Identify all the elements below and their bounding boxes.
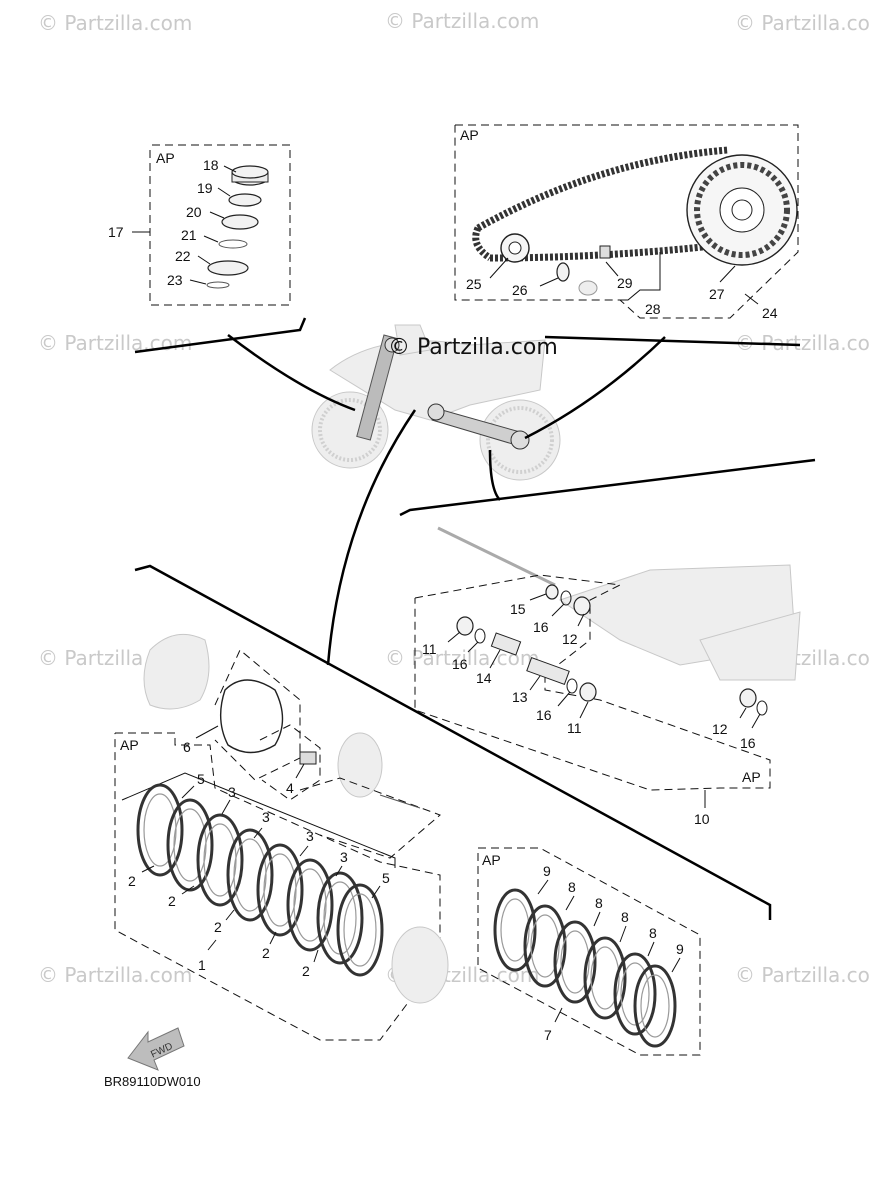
- callout-11a: 11: [422, 641, 437, 657]
- callout-3b: 3: [262, 809, 270, 825]
- callout-9b: 9: [676, 941, 684, 957]
- callout-12a: 12: [562, 631, 578, 647]
- chain-sprocket-group: AP 25 26 27 28 29 24: [454, 124, 799, 321]
- callout-5a: 5: [197, 771, 205, 787]
- steering-bearing-group: AP 18 19 20 21 22 23 17: [108, 144, 291, 306]
- callout-2c: 2: [214, 919, 222, 935]
- callout-4: 4: [286, 780, 294, 796]
- callout-2e: 2: [302, 963, 310, 979]
- callout-10: 10: [694, 811, 710, 827]
- callout-6: 6: [183, 739, 191, 755]
- watermark-bottom-left: © Partzilla.com: [38, 963, 192, 987]
- callout-8c: 8: [621, 909, 629, 925]
- callout-23: 23: [167, 272, 183, 288]
- watermark-top-right: © Partzilla.com: [735, 11, 871, 35]
- callout-2a: 2: [128, 873, 136, 889]
- watermark-bottom-right: © Partzilla.com: [735, 963, 871, 987]
- callout-26: 26: [512, 282, 528, 298]
- callout-9a: 9: [543, 863, 551, 879]
- callout-19: 19: [197, 180, 213, 196]
- callout-14: 14: [476, 670, 492, 686]
- callout-3d: 3: [340, 849, 348, 865]
- callout-16c: 16: [536, 707, 552, 723]
- diagram-code: BR89110DW010: [104, 1074, 201, 1089]
- watermark-center: © Partzilla.com: [388, 335, 558, 360]
- swingarm-group: AP 15 16 12 11 16 14 13 16 11 12 16 1: [414, 526, 801, 827]
- callout-11b: 11: [567, 720, 582, 736]
- callout-16b: 16: [452, 656, 468, 672]
- callout-28: 28: [645, 301, 661, 317]
- callout-2b: 2: [168, 893, 176, 909]
- watermark-mid-left: © Partzilla.com: [38, 331, 192, 355]
- callout-5b: 5: [382, 870, 390, 886]
- callout-8d: 8: [649, 925, 657, 941]
- callout-17: 17: [108, 224, 124, 240]
- callout-22: 22: [175, 248, 191, 264]
- ap-label-steering: AP: [156, 150, 175, 166]
- callout-20: 20: [186, 204, 202, 220]
- ap-label-swingarm: AP: [742, 769, 761, 785]
- connector-lines: [134, 317, 816, 920]
- callout-21: 21: [181, 227, 197, 243]
- ap-label-chain: AP: [460, 127, 479, 143]
- watermark-top-left: © Partzilla.com: [38, 11, 192, 35]
- callout-3a: 3: [228, 784, 236, 800]
- callout-8b: 8: [595, 895, 603, 911]
- fwd-arrow: FWD: [127, 1027, 185, 1071]
- ap-label-clutch-1: AP: [120, 737, 139, 753]
- callout-3c: 3: [306, 828, 314, 844]
- ap-label-clutch-2: AP: [482, 852, 501, 868]
- callout-18: 18: [203, 157, 219, 173]
- clutch-cover-group: 6 4: [143, 633, 441, 859]
- friction-plates-group: AP 9 8 8 8 8 9 7: [477, 847, 701, 1056]
- callout-24: 24: [762, 305, 778, 321]
- callout-8a: 8: [568, 879, 576, 895]
- callout-13: 13: [512, 689, 528, 705]
- callout-2d: 2: [262, 945, 270, 961]
- callout-7: 7: [544, 1027, 552, 1043]
- callout-29: 29: [617, 275, 633, 291]
- motorcycle-illustration: [311, 324, 561, 481]
- callout-16d: 16: [740, 735, 756, 751]
- callout-25: 25: [466, 276, 482, 292]
- callout-15: 15: [510, 601, 526, 617]
- watermark-top-center: © Partzilla.com: [385, 9, 539, 33]
- clutch-plates-group: AP 5 3 3 3 3 5 2 2: [114, 732, 449, 1041]
- callout-12b: 12: [712, 721, 728, 737]
- callout-1: 1: [198, 957, 206, 973]
- callout-27: 27: [709, 286, 725, 302]
- callout-16a: 16: [533, 619, 549, 635]
